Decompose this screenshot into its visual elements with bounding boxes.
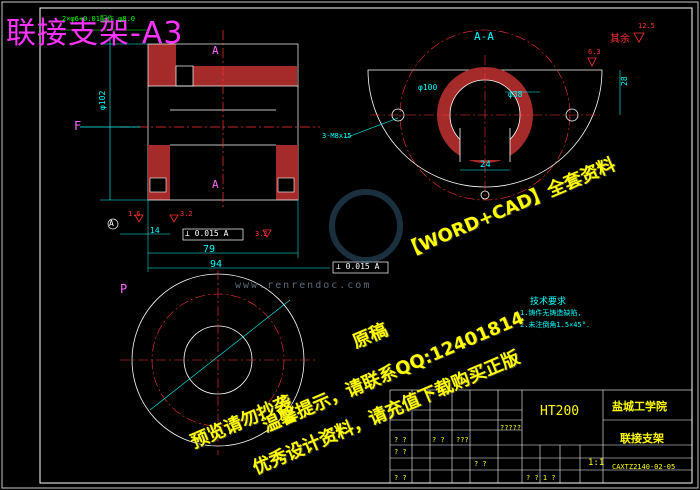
dim-d38: φ38: [508, 90, 523, 99]
tolerance-frame-1: ⊥ 0.015 A: [185, 229, 229, 238]
dim-w24: 24: [480, 160, 491, 170]
roughness-value: 1.6: [128, 210, 141, 218]
title-block-grid: [389, 389, 693, 484]
view-label-a-upper: A: [212, 44, 219, 57]
overlay-title: 联接支架-A3: [6, 16, 184, 51]
tolerance-ref: A: [374, 262, 380, 271]
dim-d100: φ100: [418, 83, 438, 92]
roughness-value: 12.5: [638, 22, 655, 30]
tolerance-ref: A: [223, 229, 229, 238]
title-block-cell: ???: [456, 436, 469, 444]
title-block-cell: ?????: [500, 424, 522, 432]
watermark-site: www.renrendoc.com: [235, 280, 372, 291]
dim-l14: 14: [150, 226, 160, 235]
tech-req-line: 1.铸件无铸造缺陷,: [520, 309, 582, 317]
drawing-number: CAXTZ2140-02-05: [612, 463, 676, 471]
roughness-other-label: 其余: [610, 34, 630, 45]
view-label-f: F: [74, 119, 82, 133]
school-label: 盐城工学院: [612, 400, 667, 413]
section-label-aa: A-A: [474, 30, 494, 43]
title-block-cell: ? ?: [394, 436, 407, 444]
title-block-cell: ? ?: [394, 474, 407, 482]
dim-thread: 3-M8x15: [322, 132, 352, 140]
renrendoc-logo-watermark: [329, 189, 403, 263]
tech-req-line: 2.未注倒角1.5×45°.: [520, 321, 591, 329]
roughness-value: 6.3: [588, 48, 601, 56]
roughness-value: 3.2: [180, 210, 193, 218]
tolerance-value: 0.015: [194, 229, 219, 238]
aa-view: [344, 29, 645, 201]
dim-h28: 28: [620, 76, 629, 86]
dimension-lines: [107, 200, 389, 274]
tech-req-title: 技术要求: [530, 297, 567, 307]
roughness-value: 3.2: [255, 230, 268, 238]
view-label-p: P: [120, 282, 128, 296]
material-label: HT200: [540, 404, 580, 419]
title-block-cell: ? ?: [394, 448, 407, 456]
datum-a-label: A: [109, 219, 114, 228]
tolerance-value: 0.015: [345, 262, 370, 271]
dim-d102: φ102: [98, 90, 107, 110]
part-name-label: 联接支架: [620, 432, 664, 445]
dim-l94: 94: [210, 259, 223, 270]
p-view: [120, 270, 316, 455]
title-block-cell: ? ?: [474, 460, 487, 468]
title-block-cell: ? ? 1 ?: [526, 474, 556, 482]
top-note: 2×φ6+0.01配作 φ8.0: [62, 15, 136, 23]
scale-label: 1:1: [588, 458, 605, 468]
title-block-cell: ? ?: [432, 436, 445, 444]
section-view: [60, 29, 320, 210]
tolerance-frame-2: ⊥ 0.015 A: [336, 262, 380, 271]
dim-l79: 79: [203, 244, 216, 255]
view-label-a-lower: A: [212, 178, 219, 191]
